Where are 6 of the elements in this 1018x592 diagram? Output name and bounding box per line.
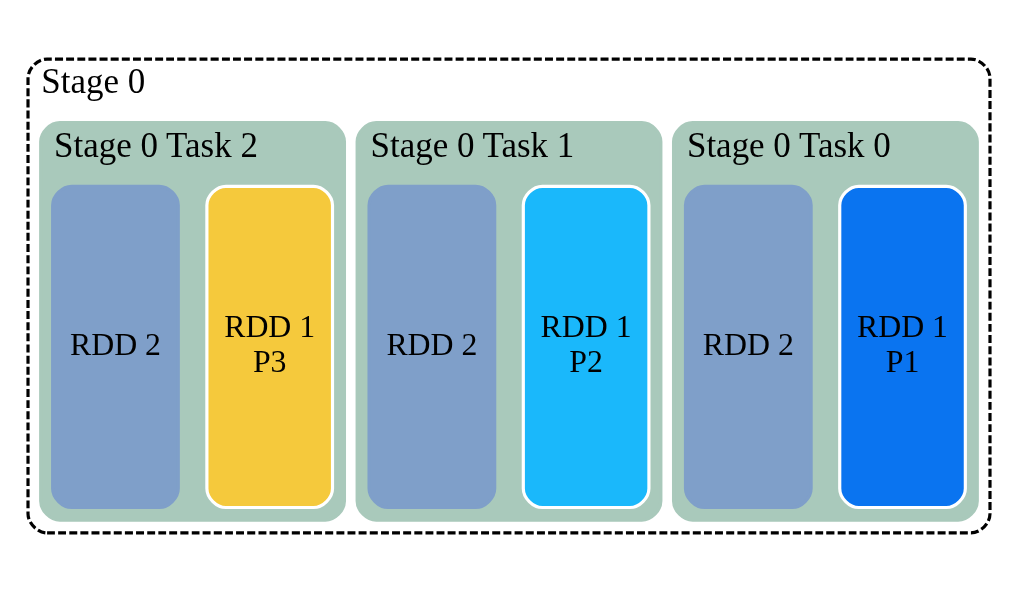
node-box: RDD 2 bbox=[51, 184, 180, 510]
node-box: RDD 1 P2 bbox=[521, 184, 651, 510]
node-box: RDD 1 P3 bbox=[205, 184, 335, 510]
node-box: RDD 2 bbox=[683, 184, 813, 510]
node-box: RDD 2 bbox=[367, 184, 497, 510]
node-box: RDD 1 P1 bbox=[838, 184, 967, 510]
